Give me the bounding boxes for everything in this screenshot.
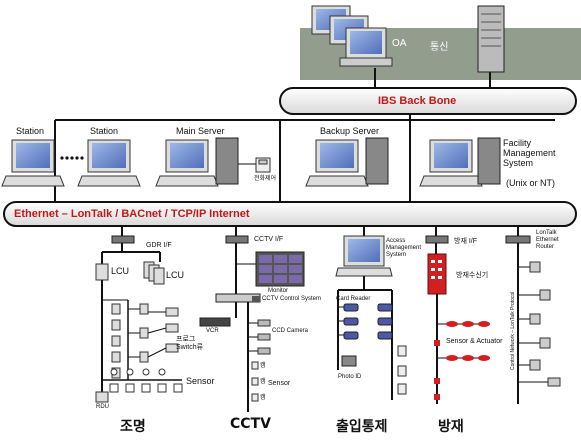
backbone-pill bbox=[279, 87, 577, 115]
fire-if-device bbox=[425, 235, 449, 244]
lcu-label-1: LCU bbox=[111, 266, 130, 276]
category-cctv: CCTV bbox=[230, 416, 271, 432]
ethernet-bus-label: Ethernet – LonTalk / BACnet / TCP/IP Int… bbox=[14, 208, 250, 220]
lighting-relays bbox=[111, 303, 179, 379]
station-label-2: Station bbox=[90, 126, 119, 136]
station-1 bbox=[1, 139, 65, 187]
access-computer bbox=[335, 235, 393, 277]
station-label-1: Station bbox=[16, 126, 45, 136]
photo-id-camera bbox=[341, 355, 357, 367]
unix-label: (Unix or NT) bbox=[506, 178, 555, 188]
category-lighting: 조명 bbox=[120, 419, 146, 435]
cctv-control-label: CCTV Control System bbox=[262, 296, 322, 302]
main-server bbox=[155, 137, 239, 187]
fire-sensors bbox=[434, 321, 490, 400]
oa-computers bbox=[311, 5, 393, 67]
cctv-if-label: CCTV I/F bbox=[254, 236, 284, 243]
lon-nodes bbox=[529, 261, 561, 387]
ethernet-bus bbox=[3, 201, 577, 227]
program-switch-label: 프로그 Switch류 bbox=[176, 336, 204, 351]
cam-label-1: 캠 bbox=[260, 363, 266, 369]
rdu-label: RDU bbox=[96, 404, 109, 410]
ccd-camera-label: CCD Camera bbox=[272, 328, 309, 334]
backup-server-label: Backup Server bbox=[320, 126, 380, 136]
lon-router-device bbox=[505, 235, 531, 244]
fire-receiver bbox=[427, 253, 447, 295]
gdr-if-device bbox=[111, 235, 135, 244]
fire-if-label: 방재 I/F bbox=[454, 238, 477, 245]
monitor-label: Monitor bbox=[268, 288, 289, 294]
fire-sensor-label: Sensor & Actuator bbox=[446, 338, 503, 345]
lighting-sensors bbox=[109, 368, 183, 393]
backup-server bbox=[305, 137, 389, 187]
cctv-sensor-label: Sensor bbox=[268, 380, 291, 387]
lcu-label-2: LCU bbox=[166, 270, 185, 280]
cam-label-2: 캠 bbox=[260, 379, 266, 385]
vcr-device bbox=[199, 317, 231, 327]
ellipsis-dots bbox=[60, 156, 84, 160]
facility-label: Facility Management System bbox=[503, 138, 556, 168]
category-access: 출입통제 bbox=[336, 419, 388, 435]
photo-id-label: Photo ID bbox=[338, 374, 362, 380]
backbone-label: IBS Back Bone bbox=[378, 95, 457, 107]
cctv-if-device bbox=[225, 235, 249, 244]
access-system-label: Access Management System bbox=[386, 238, 422, 258]
phone-label: 전화제어 bbox=[254, 176, 277, 182]
comm-server bbox=[477, 5, 505, 73]
fire-receiver-label: 방재수신기 bbox=[456, 272, 489, 279]
main-server-label: Main Server bbox=[176, 126, 225, 136]
card-readers bbox=[343, 303, 393, 340]
vcr-label: VCR bbox=[206, 328, 219, 334]
cctv-cameras bbox=[257, 319, 271, 355]
lon-router-label: LonTalk Ethernet Router bbox=[536, 230, 559, 250]
oa-label: OA bbox=[392, 38, 407, 49]
rdu-box bbox=[95, 391, 109, 403]
cam-label-3: 캠 bbox=[260, 395, 266, 401]
facility-system bbox=[419, 137, 501, 187]
gdr-label: GDR I/F bbox=[146, 242, 172, 249]
comm-label: 통신 bbox=[430, 42, 449, 53]
category-fire: 방재 bbox=[438, 419, 464, 435]
lcu-box-1 bbox=[95, 263, 109, 281]
phone-icon bbox=[255, 157, 271, 173]
lighting-sensor-label: Sensor bbox=[186, 376, 215, 386]
station-2 bbox=[77, 139, 141, 187]
card-reader-label: Card Reader bbox=[336, 296, 371, 302]
lon-network-label: Control Network – LonTalk Protocol bbox=[510, 291, 516, 370]
